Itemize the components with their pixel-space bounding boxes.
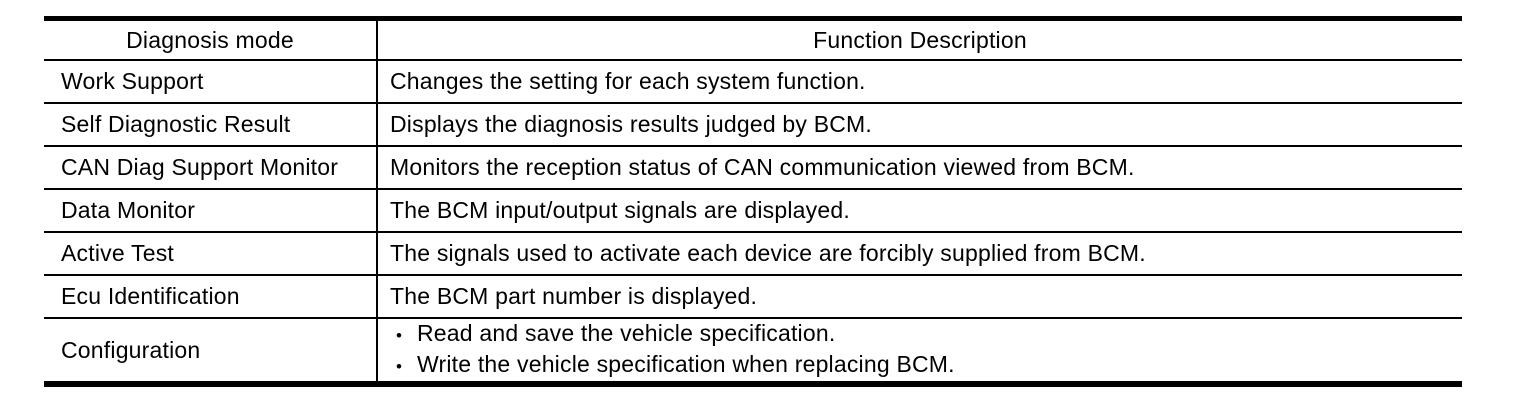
- table-header: Diagnosis mode Function Description: [44, 18, 1462, 61]
- diagnosis-mode-cell: Work Support: [44, 60, 378, 104]
- function-description-cell: Monitors the reception status of CAN com…: [377, 146, 1462, 190]
- column-header-diagnosis-mode: Diagnosis mode: [44, 18, 378, 61]
- table-row-data-monitor: Data Monitor The BCM input/output signal…: [44, 189, 1462, 233]
- diagnosis-mode-cell: CAN Diag Support Monitor: [44, 146, 378, 190]
- bullet-text: Read and save the vehicle specification.: [417, 320, 836, 346]
- bullet-icon: •: [396, 357, 403, 376]
- column-header-function-description: Function Description: [377, 18, 1462, 61]
- table-row-can-diag-support-monitor: CAN Diag Support Monitor Monitors the re…: [44, 146, 1462, 190]
- table-row-self-diagnostic-result: Self Diagnostic Result Displays the diag…: [44, 103, 1462, 147]
- diagnosis-mode-cell: Self Diagnostic Result: [44, 103, 378, 147]
- diagnosis-mode-cell: Data Monitor: [44, 189, 378, 233]
- bullet-item: • Read and save the vehicle specificatio…: [390, 319, 1462, 350]
- bullet-item: • Write the vehicle specification when r…: [390, 350, 1462, 381]
- function-description-cell: The signals used to activate each device…: [377, 232, 1462, 276]
- function-description-cell: The BCM input/output signals are display…: [377, 189, 1462, 233]
- function-description-cell: Changes the setting for each system func…: [377, 60, 1462, 104]
- table-row-work-support: Work Support Changes the setting for eac…: [44, 60, 1462, 104]
- function-description-cell: Displays the diagnosis results judged by…: [377, 103, 1462, 147]
- header-row: Diagnosis mode Function Description: [44, 18, 1462, 61]
- table-row-ecu-identification: Ecu Identification The BCM part number i…: [44, 275, 1462, 319]
- diagnosis-mode-cell: Active Test: [44, 232, 378, 276]
- table-row-active-test: Active Test The signals used to activate…: [44, 232, 1462, 276]
- bullet-text: Write the vehicle specification when rep…: [417, 351, 955, 377]
- table-row-configuration: Configuration • Read and save the vehicl…: [44, 318, 1462, 384]
- function-description-cell: • Read and save the vehicle specificatio…: [377, 318, 1462, 384]
- diagnosis-mode-table: Diagnosis mode Function Description Work…: [44, 16, 1462, 387]
- bullet-icon: •: [396, 326, 403, 345]
- diagnosis-mode-cell: Configuration: [44, 318, 378, 384]
- function-description-cell: The BCM part number is displayed.: [377, 275, 1462, 319]
- table-body: Work Support Changes the setting for eac…: [44, 60, 1462, 384]
- diagnosis-mode-cell: Ecu Identification: [44, 275, 378, 319]
